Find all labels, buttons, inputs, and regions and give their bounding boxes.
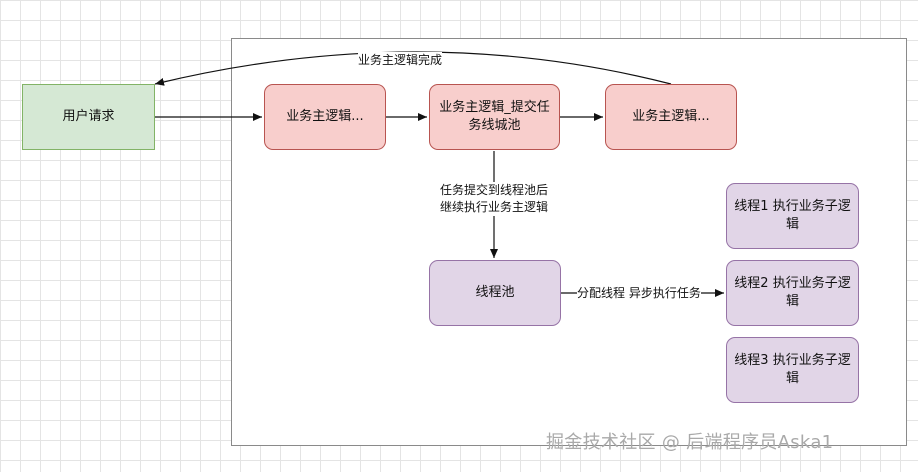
user-request-label: 用户请求 (62, 109, 115, 124)
thread-3-label: 线程3 执行业务子逻辑 (734, 353, 851, 386)
edge-label-submit-line2: 继续执行业务主逻辑 (439, 200, 548, 214)
thread-pool-node: 线程池 (429, 260, 561, 326)
thread-2-node: 线程2 执行业务子逻辑 (726, 260, 859, 326)
biz-logic-submit-label: 业务主逻辑_提交任务线城池 (439, 100, 550, 133)
thread-1-label: 线程1 执行业务子逻辑 (734, 199, 851, 232)
biz-logic-submit-node: 业务主逻辑_提交任务线城池 (429, 84, 560, 150)
edge-label-assign: 分配线程 异步执行任务 (577, 285, 701, 302)
edge-label-submit-line1: 任务提交到线程池后 (439, 183, 548, 197)
thread-2-label: 线程2 执行业务子逻辑 (734, 276, 851, 309)
user-request-node: 用户请求 (22, 84, 155, 150)
biz-logic-1-node: 业务主逻辑... (264, 84, 386, 150)
biz-logic-2-node: 业务主逻辑... (605, 84, 737, 150)
biz-logic-1-label: 业务主逻辑... (286, 109, 364, 124)
edge-label-complete: 业务主逻辑完成 (358, 52, 443, 69)
thread-3-node: 线程3 执行业务子逻辑 (726, 337, 859, 403)
thread-1-node: 线程1 执行业务子逻辑 (726, 183, 859, 249)
edge-label-submit: 任务提交到线程池后 继续执行业务主逻辑 (436, 182, 552, 216)
watermark-text: 掘金技术社区 @ 后端程序员Aska1 (546, 432, 834, 453)
thread-pool-label: 线程池 (475, 285, 515, 300)
biz-logic-2-label: 业务主逻辑... (632, 109, 710, 124)
